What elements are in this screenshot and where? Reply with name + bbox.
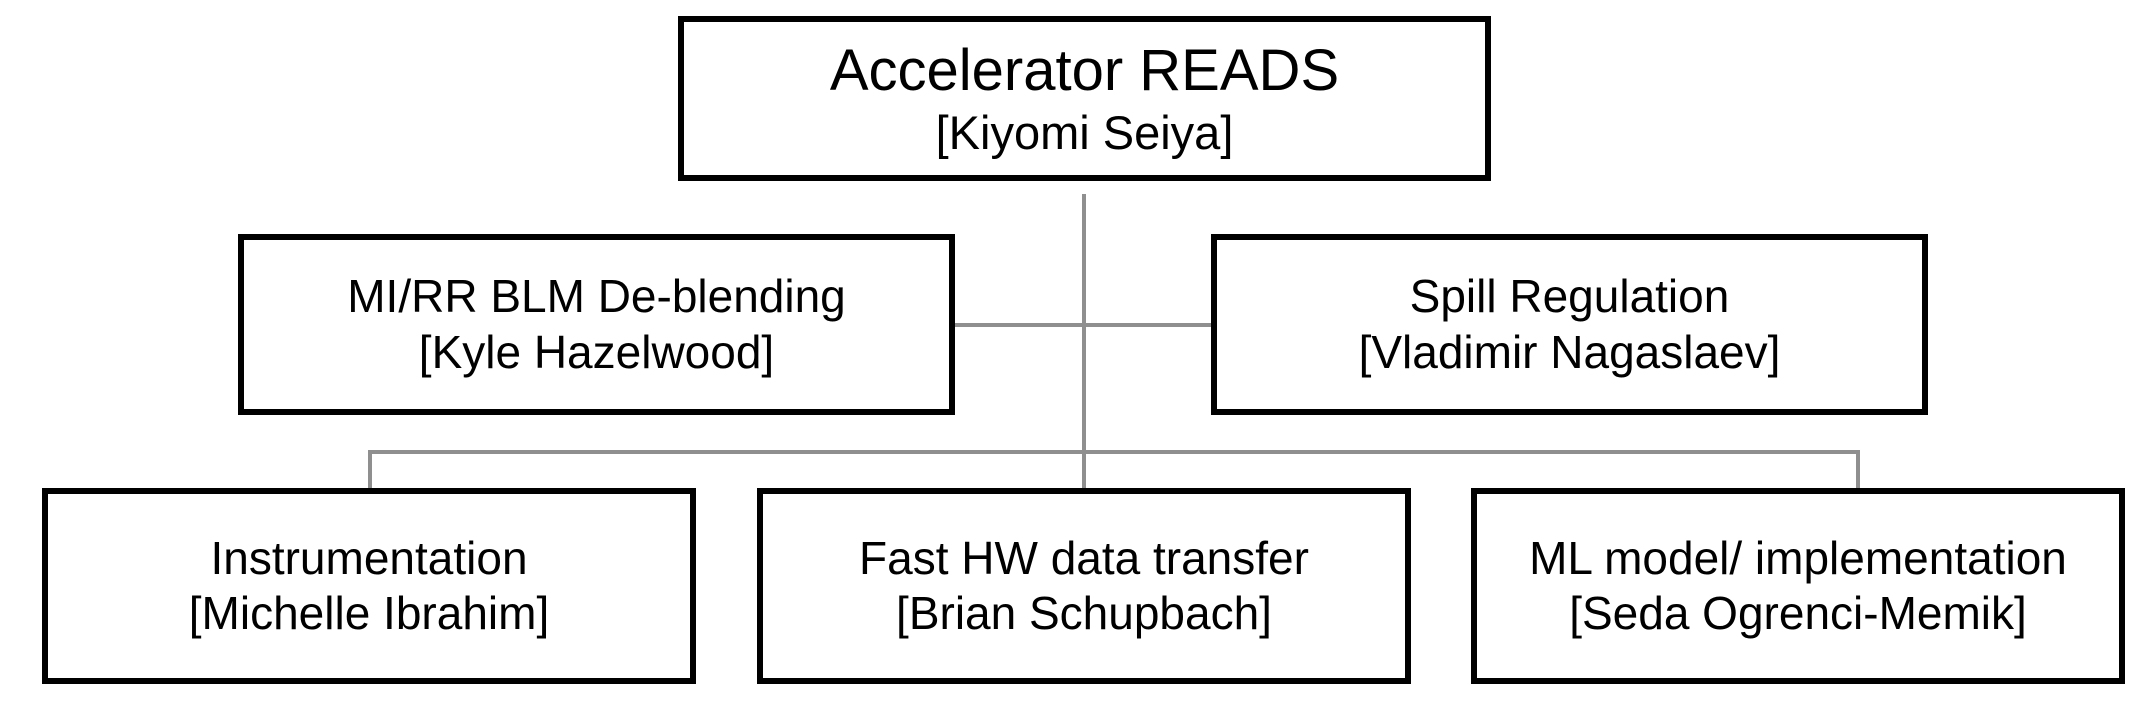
node-lead: [Michelle Ibrahim] (188, 587, 550, 639)
node-lead: [Kyle Hazelwood] (418, 325, 775, 378)
node-spill-regulation: Spill Regulation [Vladimir Nagaslaev] (1211, 234, 1928, 415)
node-accelerator-reads: Accelerator READS [Kiyomi Seiya] (678, 16, 1491, 181)
node-fast-hw-data-transfer: Fast HW data transfer [Brian Schupbach] (757, 488, 1411, 684)
node-title: MI/RR BLM De-blending (347, 270, 846, 323)
node-instrumentation: Instrumentation [Michelle Ibrahim] (42, 488, 696, 684)
node-ml-model-implementation: ML model/ implementation [Seda Ogrenci-M… (1471, 488, 2125, 684)
node-title: ML model/ implementation (1529, 531, 2067, 584)
node-title: Accelerator READS (829, 37, 1340, 103)
node-lead: [Brian Schupbach] (896, 587, 1272, 639)
node-blm-deblending: MI/RR BLM De-blending [Kyle Hazelwood] (238, 234, 955, 415)
node-title: Spill Regulation (1409, 270, 1730, 323)
node-lead: [Vladimir Nagaslaev] (1358, 325, 1781, 378)
node-lead: [Kiyomi Seiya] (935, 106, 1234, 160)
node-lead: [Seda Ogrenci-Memik] (1569, 587, 2027, 639)
node-title: Fast HW data transfer (859, 531, 1309, 584)
node-title: Instrumentation (210, 531, 528, 584)
